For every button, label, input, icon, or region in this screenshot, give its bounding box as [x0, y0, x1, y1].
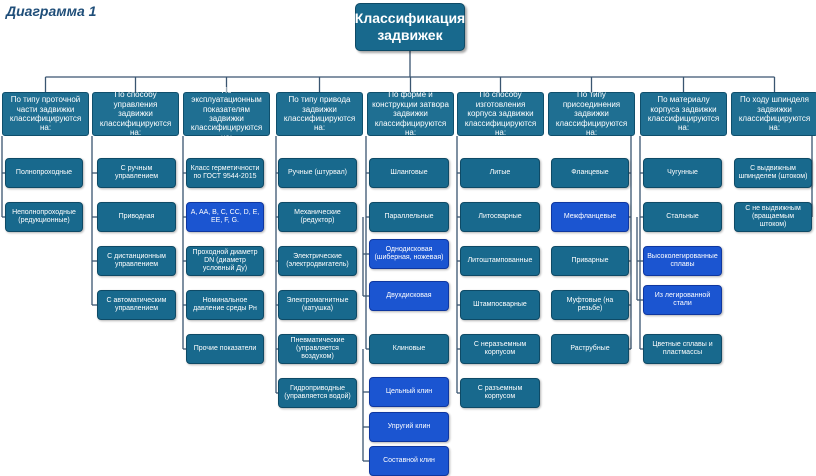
root-node: Классификация задвижек — [355, 3, 465, 51]
node-7-5: Раструбные — [551, 334, 629, 364]
node-7-1: Фланцевые — [551, 158, 629, 188]
node-5-7: Упругий клин — [369, 412, 449, 442]
node-1-2: Неполнопроходные (редукционные) — [5, 202, 83, 232]
node-2-3: С дистанционным управлением — [97, 246, 176, 276]
node-4-4: Электромагнитные (катушка) — [278, 290, 357, 320]
node-5-3: Однодисковая (шиберная, ножевая) — [369, 239, 449, 269]
node-4-6: Гидроприводные (управляется водой) — [278, 378, 357, 408]
node-3-4: Номинальное давление среды Рн — [186, 290, 264, 320]
node-5-5: Клиновые — [369, 334, 449, 364]
node-9-1: С выдвижным шпинделем (штоком) — [734, 158, 812, 188]
node-3-5: Прочие показатели — [186, 334, 264, 364]
node-5-8: Составной клин — [369, 446, 449, 476]
node-6-6: С разъемным корпусом — [460, 378, 540, 408]
node-5-6: Цельный клин — [369, 377, 449, 407]
node-4-3: Электрические (электродвигатель) — [278, 246, 357, 276]
category-header-6: По способу изготовления корпуса задвижки… — [457, 90, 544, 137]
diagram-caption: Диаграмма 1 — [6, 3, 97, 19]
node-4-5: Пневматические (управляется воздухом) — [278, 334, 357, 364]
node-1-1: Полнопроходные — [5, 158, 83, 188]
category-header-8: По материалу корпуса задвижки классифици… — [640, 92, 727, 136]
category-header-5: По форме и конструкции затвора задвижки … — [367, 90, 454, 137]
node-6-3: Литоштампованные — [460, 246, 540, 276]
node-3-3: Проходной диаметр DN (диаметр условный Д… — [186, 246, 264, 276]
node-2-2: Приводная — [97, 202, 176, 232]
node-5-4: Двухдисковая — [369, 281, 449, 311]
category-header-7: По типу присоединения задвижки классифиц… — [548, 90, 635, 137]
node-8-4: Из легированной стали — [643, 285, 722, 315]
node-7-4: Муфтовые (на резьбе) — [551, 290, 629, 320]
node-9-2: С не выдвижным (вращаемым штоком) — [734, 202, 812, 232]
node-6-1: Литые — [460, 158, 540, 188]
category-header-4: По типу привода задвижки классифицируютс… — [276, 92, 363, 136]
node-6-2: Литосварные — [460, 202, 540, 232]
node-2-4: С автоматическим управлением — [97, 290, 176, 320]
node-8-3: Высоколегированные сплавы — [643, 246, 722, 276]
node-3-2: A, AA, B, C, CC, D, E, EE, F, G. — [186, 202, 264, 232]
node-6-5: С неразъемным корпусом — [460, 334, 540, 364]
node-8-1: Чугунные — [643, 158, 722, 188]
node-4-2: Механические (редуктор) — [278, 202, 357, 232]
node-8-2: Стальные — [643, 202, 722, 232]
category-header-2: По способу управления задвижки классифиц… — [92, 90, 179, 137]
node-7-3: Приварные — [551, 246, 629, 276]
node-5-1: Шланговые — [369, 158, 449, 188]
node-6-4: Штампосварные — [460, 290, 540, 320]
node-5-2: Параллельные — [369, 202, 449, 232]
category-header-3: По эксплуатационным показателям задвижки… — [183, 86, 270, 142]
category-header-9: По ходу шпинделя задвижки классифицируют… — [731, 92, 816, 136]
node-2-1: С ручным управлением — [97, 158, 176, 188]
category-header-1: По типу проточной части задвижки классиф… — [2, 92, 89, 136]
node-4-1: Ручные (штурвал) — [278, 158, 357, 188]
node-8-5: Цветные сплавы и пластмассы — [643, 334, 722, 364]
node-7-2: Межфланцевые — [551, 202, 629, 232]
node-3-1: Класс герметичности по ГОСТ 9544-2015 — [186, 158, 264, 188]
